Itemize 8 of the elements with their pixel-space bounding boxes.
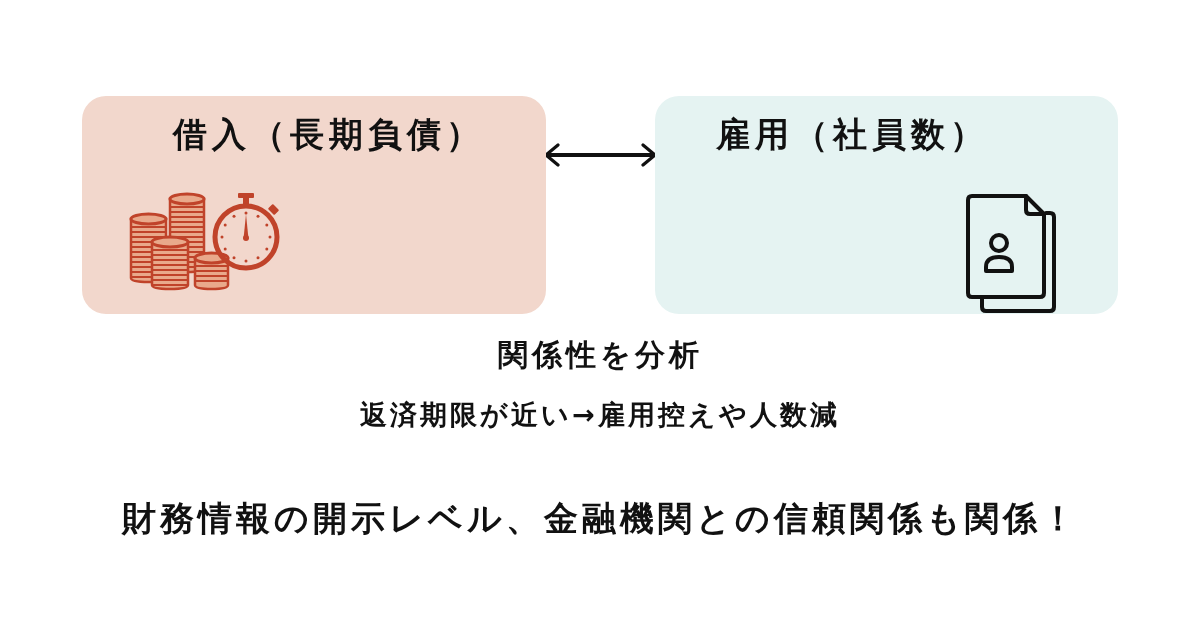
effect-note: 返済期限が近い→雇用控えや人数減 (360, 398, 840, 432)
panel-heading: 雇用（社員数） (716, 114, 989, 154)
topic-panel (82, 96, 546, 314)
analysis-heading: 関係性を分析 (497, 336, 703, 374)
panel-heading: 借入（長期負債） (173, 114, 485, 154)
conclusion-note: 財務情報の開示レベル、金融機関との信頼関係も関係！ (121, 497, 1079, 539)
double-arrow (544, 143, 657, 167)
topic-panel (655, 96, 1118, 314)
